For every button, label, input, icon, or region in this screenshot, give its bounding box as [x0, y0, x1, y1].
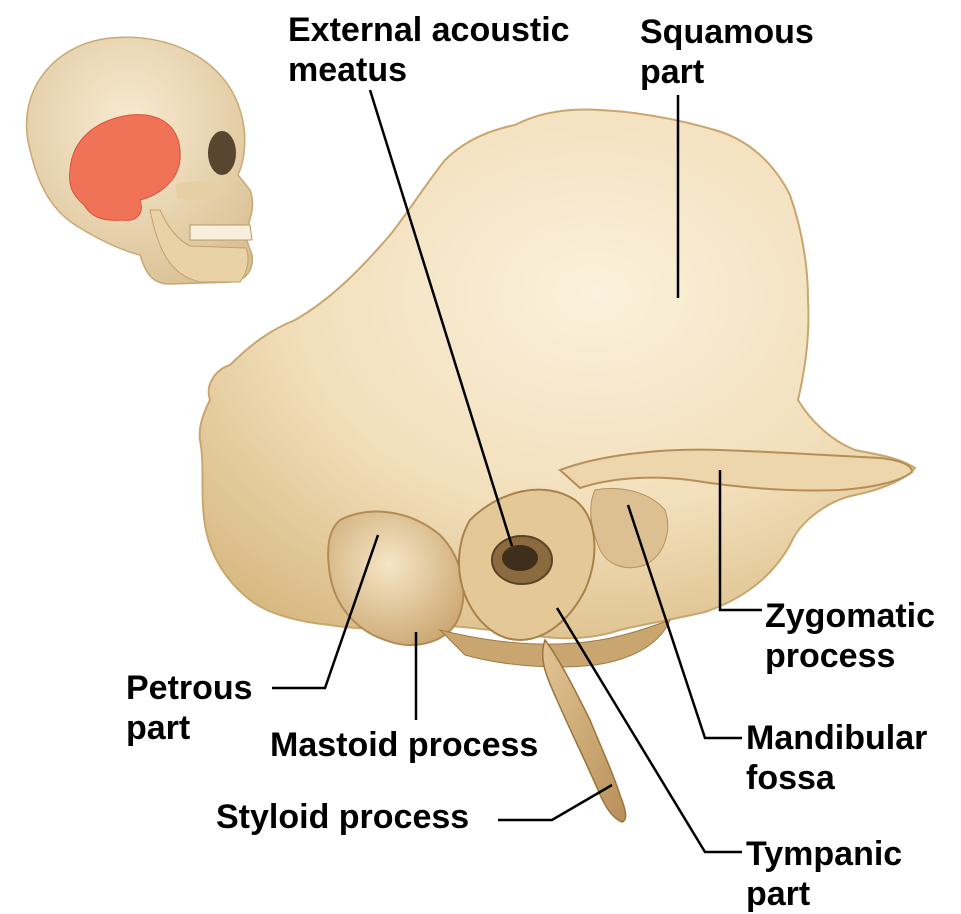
label-petrous-part: Petrous part — [126, 668, 253, 748]
label-squamous-part: Squamous part — [640, 12, 814, 92]
styloid-process-shape — [543, 640, 626, 822]
skull-orbit — [208, 131, 236, 175]
label-squamous-part-line2: part — [640, 52, 814, 92]
leader-styloid-process — [498, 785, 612, 820]
label-zygomatic-process-line1: Zygomatic — [765, 596, 935, 636]
label-petrous-part-line1: Petrous — [126, 668, 253, 708]
label-petrous-part-line2: part — [126, 708, 253, 748]
label-external-acoustic-meatus-line2: meatus — [288, 50, 570, 90]
label-styloid-process: Styloid process — [216, 797, 469, 837]
label-mandibular-fossa: Mandibular fossa — [746, 718, 927, 798]
label-styloid-process-line1: Styloid process — [216, 797, 469, 837]
label-zygomatic-process-line2: process — [765, 636, 935, 676]
label-mastoid-process-line1: Mastoid process — [270, 725, 538, 765]
label-tympanic-part: Tympanic part — [746, 834, 902, 914]
label-tympanic-part-line1: Tympanic — [746, 834, 902, 874]
label-external-acoustic-meatus: External acoustic meatus — [288, 10, 570, 90]
label-mandibular-fossa-line2: fossa — [746, 758, 927, 798]
skull-inset — [27, 37, 253, 284]
label-external-acoustic-meatus-line1: External acoustic — [288, 10, 570, 50]
label-squamous-part-line1: Squamous — [640, 12, 814, 52]
label-tympanic-part-line2: part — [746, 874, 902, 914]
label-mastoid-process: Mastoid process — [270, 725, 538, 765]
label-zygomatic-process: Zygomatic process — [765, 596, 935, 676]
label-mandibular-fossa-line1: Mandibular — [746, 718, 927, 758]
external-acoustic-meatus-inner — [502, 545, 538, 571]
skull-teeth — [190, 225, 252, 240]
